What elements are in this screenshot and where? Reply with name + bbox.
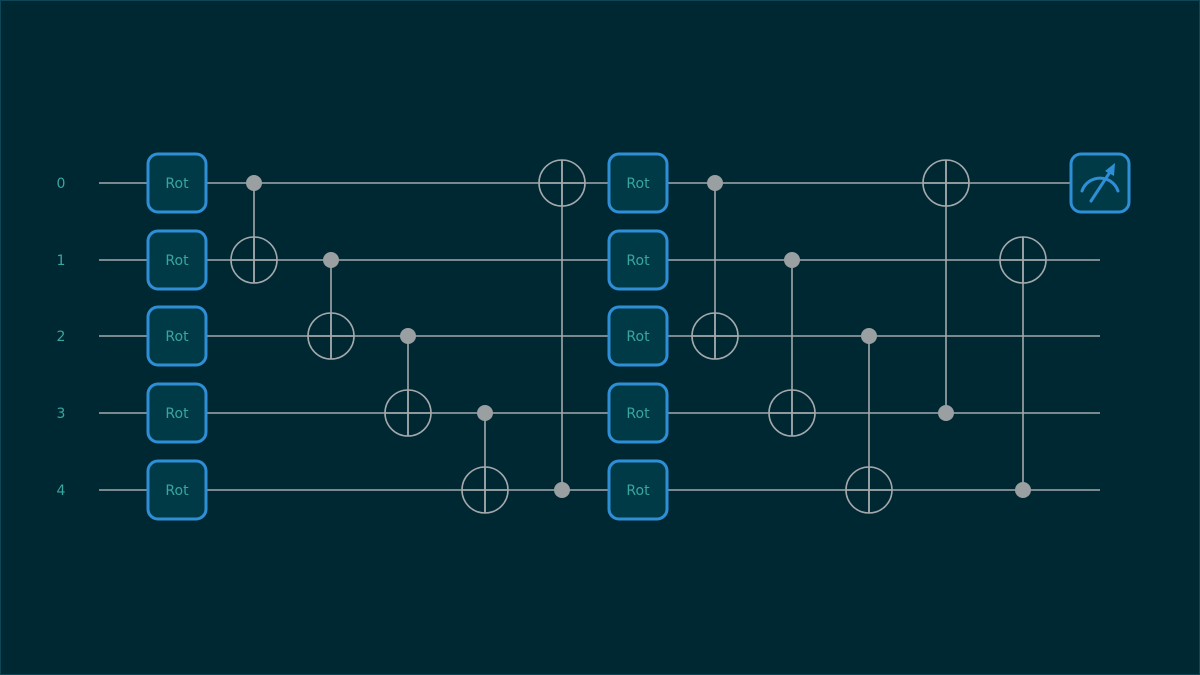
control-dot: [784, 252, 800, 268]
cnot-gate: [845, 328, 893, 514]
cnot-gate: [461, 405, 509, 514]
rot-gate-box: [607, 152, 669, 214]
control-dot: [938, 405, 954, 421]
rot-gate-label: Rot: [165, 483, 189, 499]
rot-gate-label: Rot: [626, 483, 650, 499]
cnot-gate: [691, 175, 739, 360]
control-dot: [707, 175, 723, 191]
control-dot: [1015, 482, 1031, 498]
rot-gate-label: Rot: [165, 406, 189, 422]
wire-label-4: 4: [57, 483, 66, 499]
control-dot: [323, 252, 339, 268]
meter-icon: [1069, 152, 1131, 214]
rot-gate: Rot: [146, 305, 208, 367]
wires: [99, 182, 1100, 491]
rot-gate-label: Rot: [626, 406, 650, 422]
rot-gate: Rot: [146, 382, 208, 444]
rot-gate-box: [146, 152, 208, 214]
rot-gate-box: [607, 459, 669, 521]
rot-gate: Rot: [607, 459, 669, 521]
cnot-gate: [538, 159, 586, 498]
cnot-gate: [999, 236, 1047, 498]
rot-gate: Rot: [146, 459, 208, 521]
rot-gate-box: [146, 305, 208, 367]
rot-gate-box: [146, 459, 208, 521]
rot-gate: Rot: [146, 152, 208, 214]
rot-gate-label: Rot: [626, 329, 650, 345]
control-dot: [400, 328, 416, 344]
rot-gate: Rot: [146, 229, 208, 291]
wire-label-2: 2: [57, 329, 66, 345]
rot-gate-label: Rot: [165, 329, 189, 345]
rot-gate-box: [607, 305, 669, 367]
meter-arrowhead: [1105, 163, 1115, 176]
cnot-gate: [768, 252, 816, 437]
rot-gate: Rot: [607, 229, 669, 291]
cnot-gate: [230, 175, 278, 284]
measure-box: [1069, 152, 1131, 214]
cnot-gate: [922, 159, 970, 421]
control-dot: [477, 405, 493, 421]
rot-gate-box: [607, 229, 669, 291]
rot-gate: Rot: [607, 152, 669, 214]
control-dot: [246, 175, 262, 191]
wire-labels: 0 1 2 3 4: [57, 176, 66, 499]
rot-gate-box: [146, 229, 208, 291]
rot-gate: Rot: [607, 305, 669, 367]
rot-gate-label: Rot: [626, 253, 650, 269]
wire-label-1: 1: [57, 253, 66, 269]
control-dot: [554, 482, 570, 498]
rot-gate-label: Rot: [165, 176, 189, 192]
rot-gate-label: Rot: [626, 176, 650, 192]
rot-gate-label: Rot: [165, 253, 189, 269]
rot-gate-box: [146, 382, 208, 444]
wire-label-3: 3: [57, 406, 66, 422]
wire-label-0: 0: [57, 176, 66, 192]
meter-needle: [1089, 167, 1114, 203]
meter-arc: [1080, 176, 1120, 193]
control-dot: [861, 328, 877, 344]
rot-gate: Rot: [607, 382, 669, 444]
cnot-gate: [384, 328, 432, 437]
cnot-gate: [307, 252, 355, 360]
rot-gate-box: [607, 382, 669, 444]
